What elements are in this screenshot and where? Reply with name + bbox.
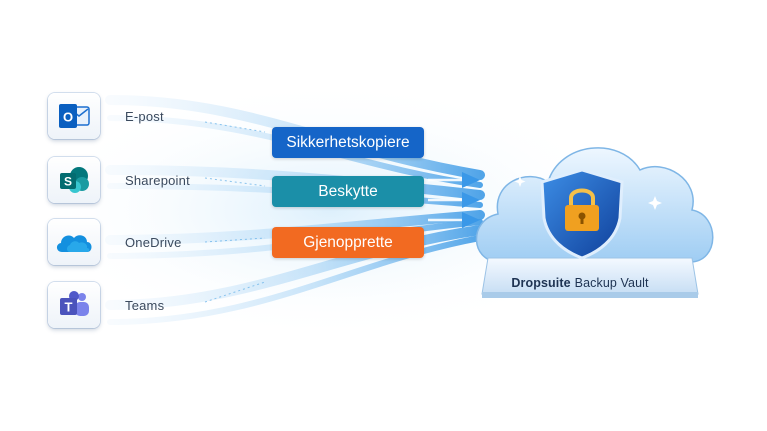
vault-name: Backup Vault — [574, 276, 649, 290]
source-sharepoint: S Sharepoint — [48, 157, 190, 203]
action-protect: Beskytte — [272, 176, 424, 207]
source-outlook: O E-post — [48, 93, 164, 139]
source-label: E-post — [125, 108, 164, 124]
source-label: Teams — [125, 297, 165, 313]
action-backup: Sikkerhetskopiere — [272, 127, 424, 158]
teams-icon: T — [48, 282, 100, 328]
source-teams: T Teams — [48, 282, 164, 328]
action-restore: Gjenopprette — [272, 227, 424, 258]
vault-label: Dropsuite Backup Vault — [496, 268, 664, 298]
vault-brand: Dropsuite — [511, 276, 571, 290]
cloud-vault-icon — [475, 147, 714, 298]
source-onedrive: OneDrive — [48, 219, 182, 265]
svg-text:O: O — [63, 110, 73, 125]
outlook-icon: O — [48, 93, 100, 139]
svg-text:S: S — [64, 175, 72, 189]
source-label: OneDrive — [125, 234, 182, 250]
sharepoint-icon: S — [48, 157, 100, 203]
svg-text:T: T — [65, 300, 73, 315]
onedrive-icon — [48, 219, 100, 265]
source-label: Sharepoint — [125, 172, 190, 188]
